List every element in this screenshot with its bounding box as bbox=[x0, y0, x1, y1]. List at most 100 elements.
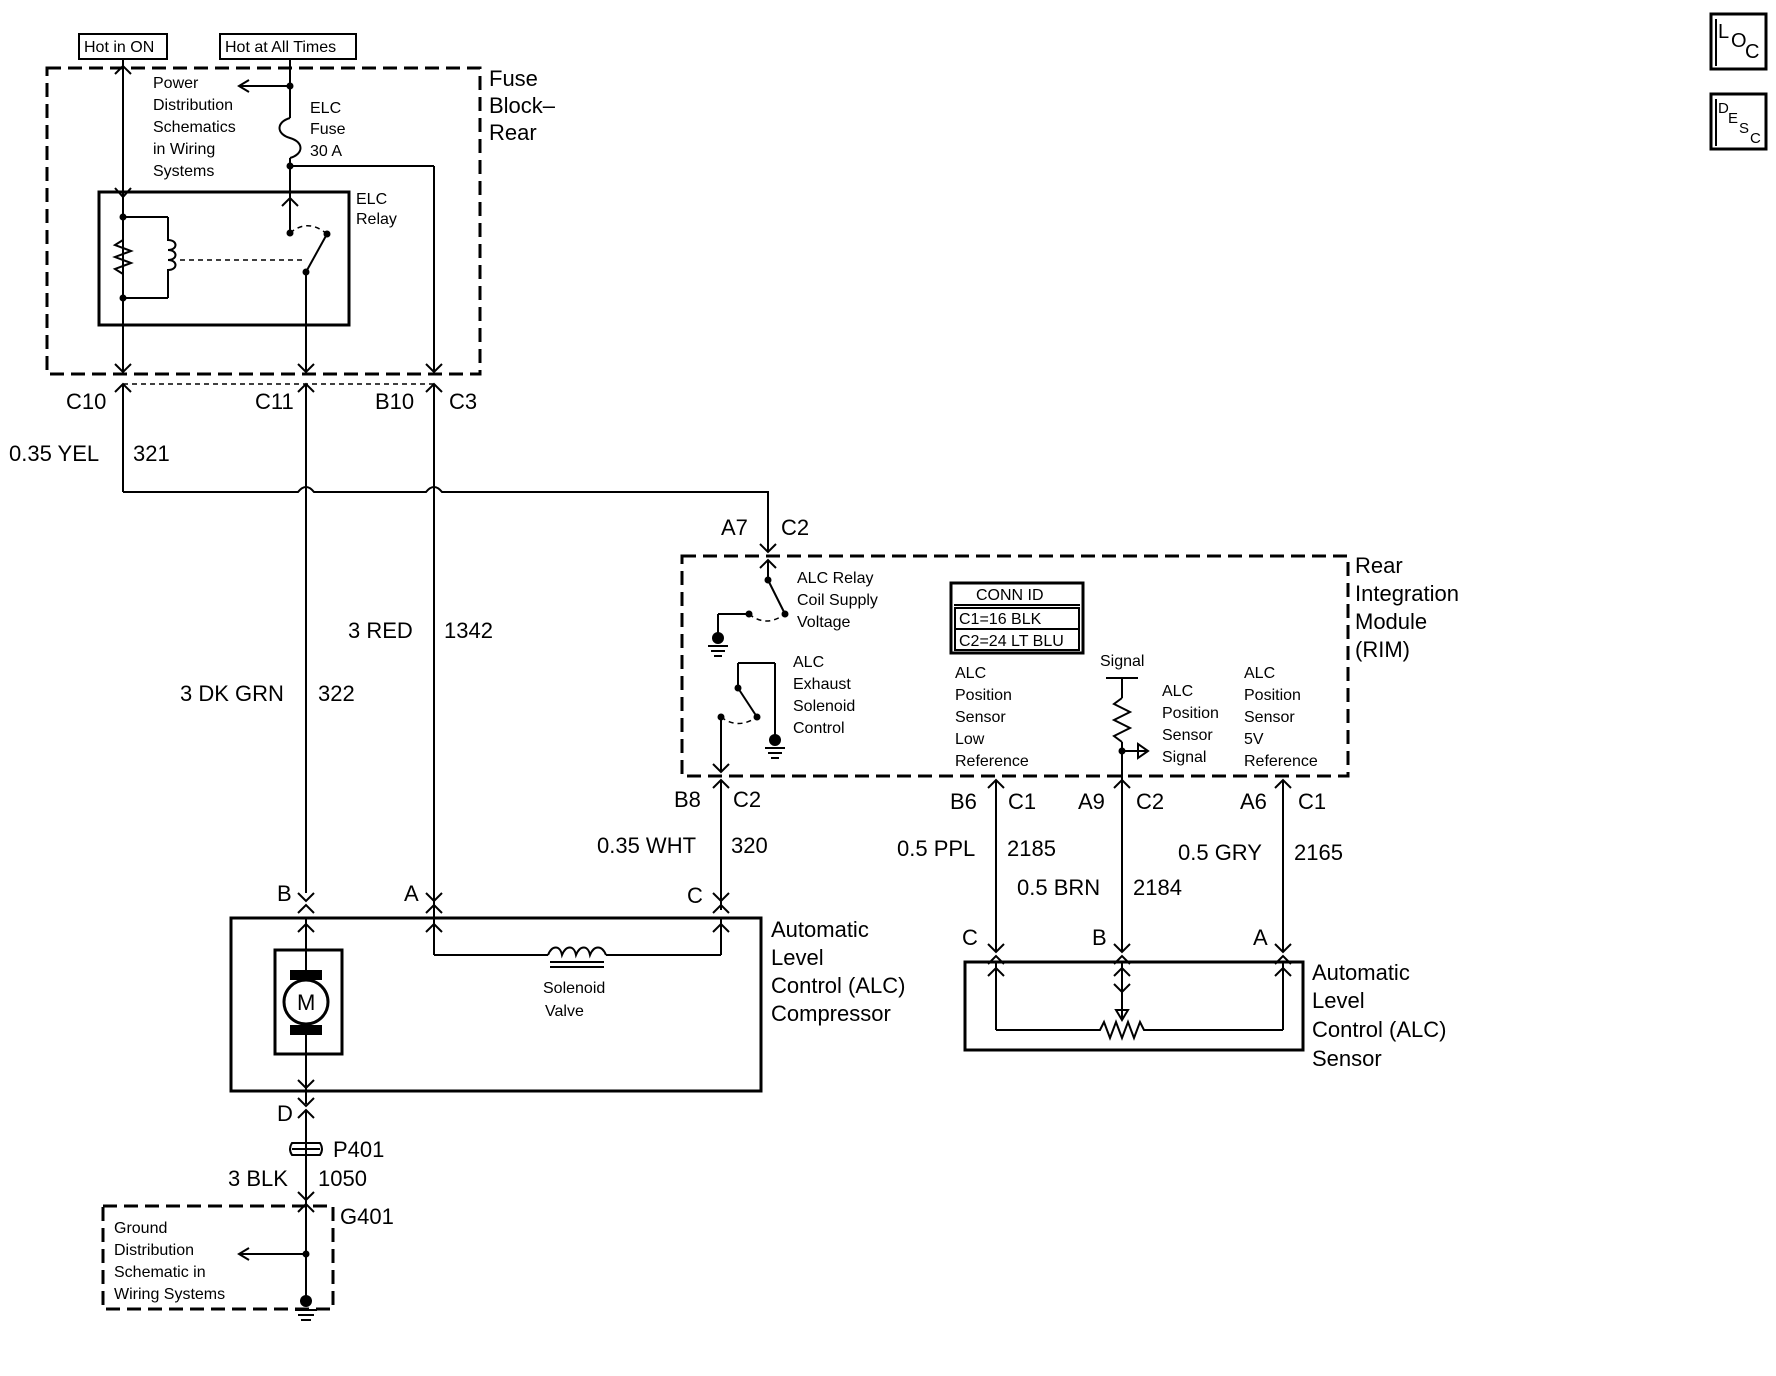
wire-gry-circuit: 2165 bbox=[1294, 840, 1343, 865]
comp-title-2: Level bbox=[771, 945, 824, 970]
comp-pin-c: C bbox=[687, 883, 703, 908]
elc-fuse-1: ELC bbox=[310, 100, 341, 117]
comp-pin-b: B bbox=[277, 881, 292, 906]
rim-relay-coil-1: ALC Relay bbox=[797, 570, 873, 587]
motor-icon bbox=[282, 978, 330, 1026]
wire-red-gauge: 3 RED bbox=[348, 618, 413, 643]
rim-sig-4: Signal bbox=[1162, 749, 1206, 766]
rim-pin-a9-conn: C2 bbox=[1136, 789, 1164, 814]
loc-letter-c: C bbox=[1745, 41, 1759, 63]
rim-title-4: (RIM) bbox=[1355, 637, 1410, 662]
hot-at-all-times-label: Hot at All Times bbox=[225, 39, 336, 56]
ground-dist-1: Ground bbox=[114, 1220, 167, 1237]
elc-fuse-3: 30 A bbox=[310, 143, 342, 160]
splice-p401 bbox=[289, 1142, 323, 1156]
conn-c11: C11 bbox=[255, 389, 294, 414]
elc-relay-box bbox=[97, 190, 351, 327]
conn-id-title: CONN ID bbox=[976, 587, 1044, 604]
wire-brn-circuit: 2184 bbox=[1133, 875, 1182, 900]
desc-button-icon[interactable] bbox=[1709, 92, 1768, 151]
rim-ref5v-5: Reference bbox=[1244, 753, 1318, 770]
power-dist-1: Power bbox=[153, 75, 199, 92]
rim-pin-b6-conn: C1 bbox=[1008, 789, 1036, 814]
rim-title-3: Module bbox=[1355, 609, 1427, 634]
comp-title-1: Automatic bbox=[771, 917, 869, 942]
wire-yel-gauge: 0.35 YEL bbox=[9, 441, 99, 466]
rim-ref5v-2: Position bbox=[1244, 687, 1301, 704]
rim-sig-3: Sensor bbox=[1162, 727, 1213, 744]
comp-title-4: Compressor bbox=[771, 1001, 891, 1026]
rim-low-ref-3: Sensor bbox=[955, 709, 1006, 726]
fuse-block-title-2: Block– bbox=[489, 93, 556, 118]
wire-wht-circuit: 320 bbox=[731, 833, 768, 858]
sensor-pin-b: B bbox=[1092, 925, 1107, 950]
rim-sig-2: Position bbox=[1162, 705, 1219, 722]
rim-relay-coil-2: Coil Supply bbox=[797, 592, 878, 609]
rim-exhaust-1: ALC bbox=[793, 654, 824, 671]
loc-letter-l: L bbox=[1718, 21, 1729, 43]
wire-yel-321 bbox=[123, 486, 769, 552]
rim-sig-1: ALC bbox=[1162, 683, 1193, 700]
rim-exhaust-3: Solenoid bbox=[793, 698, 855, 715]
conn-c10: C10 bbox=[66, 389, 106, 414]
rim-low-ref-4: Low bbox=[955, 731, 985, 748]
rim-ref5v-3: Sensor bbox=[1244, 709, 1295, 726]
rim-title-1: Rear bbox=[1355, 553, 1403, 578]
power-dist-5: Systems bbox=[153, 163, 214, 180]
loc-letter-o: O bbox=[1731, 30, 1747, 52]
rim-pin-b8-conn: C2 bbox=[733, 787, 761, 812]
sensor-title-3: Control (ALC) bbox=[1312, 1017, 1446, 1042]
rim-pin-a7: A7 bbox=[721, 515, 748, 540]
rim-ref5v-4: 5V bbox=[1244, 731, 1264, 748]
motor-housing bbox=[273, 948, 344, 1056]
splice-p401-label: P401 bbox=[333, 1137, 384, 1162]
power-dist-3: Schematics bbox=[153, 119, 236, 136]
rim-signal-label: Signal bbox=[1100, 653, 1144, 670]
rim-pin-a9: A9 bbox=[1078, 789, 1105, 814]
sensor-title-1: Automatic bbox=[1312, 960, 1410, 985]
rim-conn-c2-top: C2 bbox=[781, 515, 809, 540]
wire-blk-circuit: 1050 bbox=[318, 1166, 367, 1191]
sensor-title-2: Level bbox=[1312, 988, 1365, 1013]
solenoid-valve-2: Valve bbox=[545, 1003, 584, 1020]
rim-ref5v-1: ALC bbox=[1244, 665, 1275, 682]
comp-pin-a: A bbox=[404, 881, 419, 906]
conn-id-box bbox=[949, 581, 1085, 655]
sensor-potentiometer bbox=[996, 1019, 1283, 1041]
wire-blk-gauge: 3 BLK bbox=[228, 1166, 288, 1191]
relay-switch-arm bbox=[305, 233, 328, 273]
rim-pin-a6-conn: C1 bbox=[1298, 789, 1326, 814]
rim-low-ref-1: ALC bbox=[955, 665, 986, 682]
ground-dist-4: Wiring Systems bbox=[114, 1286, 225, 1303]
wire-ppl-circuit: 2185 bbox=[1007, 836, 1056, 861]
ground-g401-label: G401 bbox=[340, 1204, 394, 1229]
wire-yel-circuit: 321 bbox=[133, 441, 170, 466]
conn-id-c2: C2=24 LT BLU bbox=[959, 633, 1064, 650]
fuse-block-title-1: Fuse bbox=[489, 66, 538, 91]
wire-grn-gauge: 3 DK GRN bbox=[180, 681, 284, 706]
fuse-block-title-3: Rear bbox=[489, 120, 537, 145]
rim-low-ref-2: Position bbox=[955, 687, 1012, 704]
wire-ppl-gauge: 0.5 PPL bbox=[897, 836, 975, 861]
ground-distribution-box bbox=[101, 1204, 335, 1311]
ground-dist-3: Schematic in bbox=[114, 1264, 206, 1281]
wire-grn-circuit: 322 bbox=[318, 681, 355, 706]
power-distribution-arrow bbox=[237, 79, 250, 93]
power-dist-4: in Wiring bbox=[153, 141, 215, 158]
hot-in-on-label: Hot in ON bbox=[84, 39, 154, 56]
relay-resistor bbox=[112, 239, 134, 275]
loc-button-icon[interactable] bbox=[1709, 12, 1768, 71]
elc-relay-1: ELC bbox=[356, 191, 387, 208]
fuse-block-rear-outline bbox=[45, 66, 482, 376]
conn-b10: B10 bbox=[375, 389, 414, 414]
wire-brn-gauge: 0.5 BRN bbox=[1017, 875, 1100, 900]
rim-pin-b8: B8 bbox=[674, 787, 701, 812]
desc-letter-d: D bbox=[1718, 100, 1729, 117]
solenoid-valve-1: Solenoid bbox=[543, 980, 605, 997]
comp-title-3: Control (ALC) bbox=[771, 973, 905, 998]
rim-relay-coil-3: Voltage bbox=[797, 614, 850, 631]
conn-c3: C3 bbox=[449, 389, 477, 414]
rim-exhaust-2: Exhaust bbox=[793, 676, 851, 693]
